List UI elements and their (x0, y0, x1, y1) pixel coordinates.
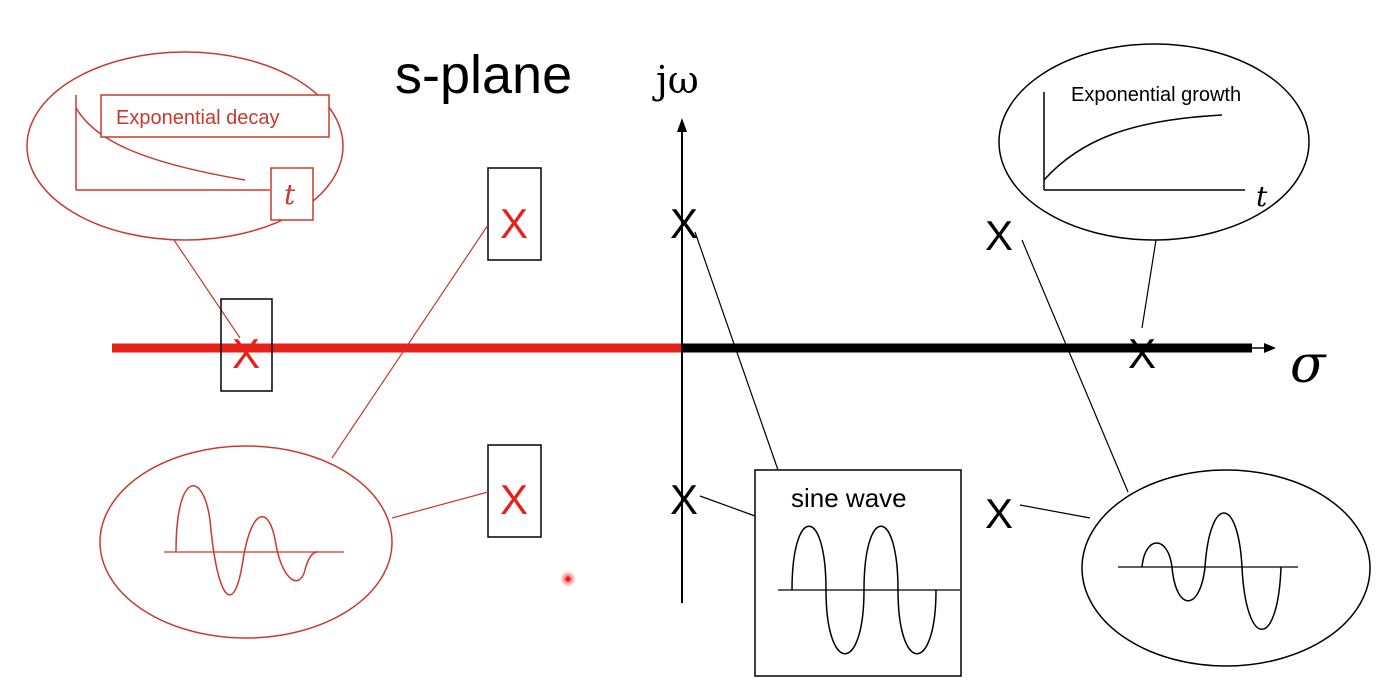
decay-time-box (270, 167, 314, 221)
sine-curve (791, 525, 937, 655)
pole-lower-stable-box (487, 444, 542, 538)
pole-upper-stable: X (500, 200, 528, 247)
growing-sine-curve (1141, 512, 1282, 630)
imag-axis-arrowhead (677, 118, 687, 132)
decay-label: Exponential decay (116, 107, 279, 129)
imag-axis-label: jω (652, 58, 699, 102)
decay-leader-line (173, 239, 241, 339)
damped-sine-ellipse (99, 445, 393, 639)
upper-stable-leader-line (331, 224, 489, 459)
cursor-dot (565, 576, 571, 582)
growth-leader-line (1141, 239, 1157, 329)
pole-real-stable-box (220, 298, 273, 392)
growth-label: Exponential growth (1071, 84, 1241, 106)
pole-imag-lower: X (670, 476, 698, 523)
decay-callout-ellipse (26, 51, 344, 241)
growing-upper-leader-line (1021, 239, 1129, 493)
sine-label: sine wave (791, 483, 907, 513)
growth-time-label: t (1256, 180, 1268, 213)
decay-curve (75, 107, 246, 181)
lower-stable-leader-line (391, 491, 489, 519)
damped-sine-curve (175, 485, 319, 596)
pole-real-stable: X (232, 330, 260, 377)
sine-upper-leader-line (694, 231, 779, 471)
pole-upper-stable-box (487, 167, 542, 261)
pole-lower-unstable: X (985, 490, 1013, 537)
decay-label-box (100, 94, 330, 138)
pole-upper-unstable: X (985, 212, 1013, 259)
decay-time-label: t (284, 178, 296, 211)
pole-real-unstable: X (1128, 330, 1156, 377)
page-title: s-plane (395, 45, 572, 105)
sine-callout-box (754, 469, 962, 677)
pole-lower-stable: X (500, 476, 528, 523)
growing-sine-ellipse (1081, 469, 1371, 667)
growth-callout-ellipse (998, 43, 1310, 241)
pole-imag-upper: X (670, 200, 698, 247)
sine-lower-leader-line (699, 495, 756, 517)
growth-curve (1043, 114, 1223, 181)
growing-lower-leader-line (1019, 504, 1091, 519)
real-axis-arrowhead (1264, 343, 1276, 353)
real-axis-label: σ (1290, 335, 1327, 395)
